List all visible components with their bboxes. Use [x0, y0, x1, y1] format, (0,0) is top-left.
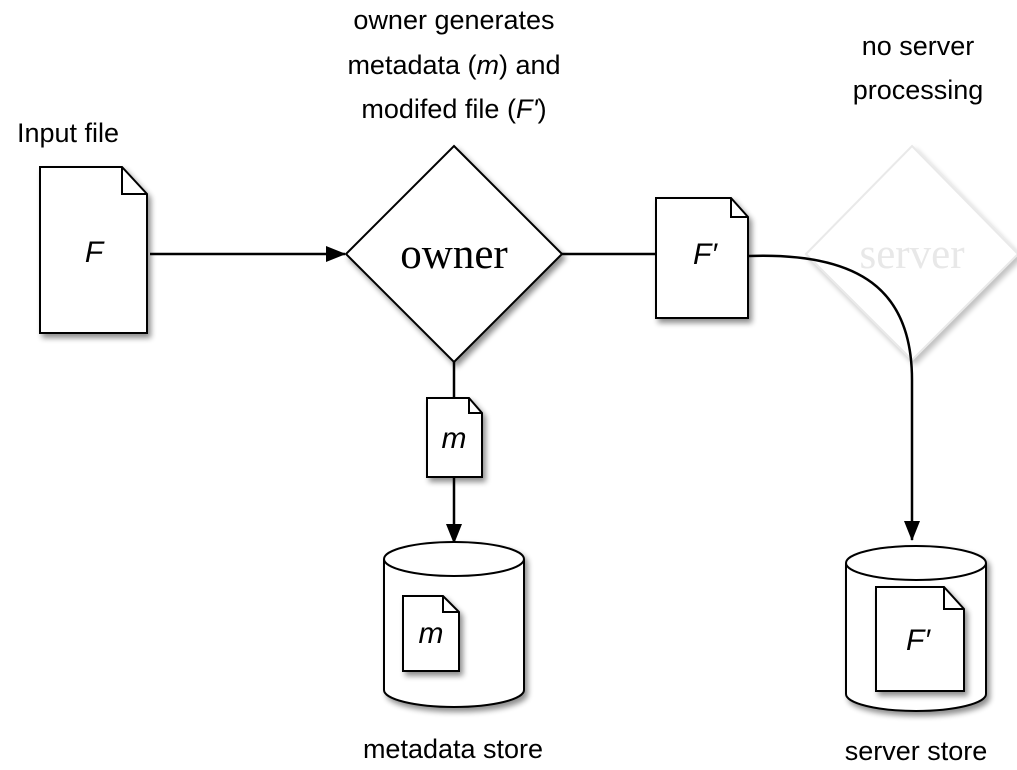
modified-to-server-store-arrow [747, 254, 920, 541]
server-caption-line-1: no server [862, 31, 975, 61]
owner-caption-line-3: modifed file (F') [361, 94, 546, 124]
owner-caption-line-2: metadata (m) and [347, 50, 560, 80]
input-file-document [39, 166, 148, 334]
server-store-caption: server store [845, 736, 988, 766]
metadata-document [426, 397, 483, 478]
stored-modified-label: F′ [906, 624, 931, 657]
owner-caption: owner generates metadata (m) and modifed… [347, 5, 560, 124]
server-label: server [859, 231, 964, 278]
metadata-store-caption: metadata store [363, 734, 543, 764]
input-file-caption: Input file [17, 118, 119, 148]
stored-metadata-label: m [419, 617, 444, 650]
stored-modified-document [875, 586, 965, 692]
input-file-label: F [85, 236, 105, 269]
owner-label: owner [400, 231, 507, 278]
modified-file-document [655, 197, 749, 319]
owner-caption-line-1: owner generates [353, 5, 554, 35]
server-caption-line-2: processing [853, 75, 984, 105]
server-caption: no server processing [853, 31, 984, 105]
metadata-label: m [442, 422, 467, 455]
stored-metadata-document [402, 595, 460, 672]
modified-file-label: F′ [693, 238, 718, 271]
